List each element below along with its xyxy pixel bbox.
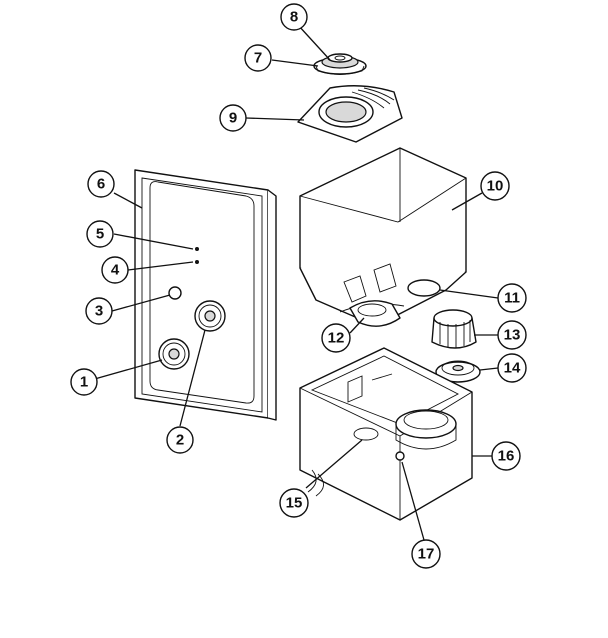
svg-text:14: 14 (504, 360, 521, 377)
callout-15: 15 (279, 488, 309, 518)
svg-text:15: 15 (286, 495, 303, 512)
callout-5: 5 (86, 220, 114, 248)
part-7-8-cap (313, 53, 367, 75)
svg-text:12: 12 (328, 330, 345, 347)
part-9-diffuser (297, 85, 403, 143)
callout-6: 6 (87, 170, 115, 198)
svg-text:8: 8 (290, 9, 298, 26)
svg-text:7: 7 (254, 50, 262, 67)
svg-text:10: 10 (487, 178, 504, 195)
svg-text:6: 6 (97, 176, 105, 193)
callout-1: 1 (70, 368, 98, 396)
part-14-disc (435, 360, 481, 383)
callout-14: 14 (497, 353, 527, 383)
callout-8: 8 (280, 3, 308, 31)
svg-text:9: 9 (229, 110, 237, 127)
leader-lines (83, 24, 499, 541)
callout-13: 13 (497, 320, 527, 350)
callout-7: 7 (244, 44, 272, 72)
callout-3: 3 (85, 297, 113, 325)
svg-text:17: 17 (418, 546, 435, 563)
callout-12: 12 (321, 323, 351, 353)
part-16-base-housing (299, 347, 473, 521)
svg-text:3: 3 (95, 303, 103, 320)
svg-text:16: 16 (498, 448, 515, 465)
callout-10: 10 (480, 171, 510, 201)
callout-9: 9 (219, 104, 247, 132)
callout-2: 2 (166, 426, 194, 454)
callout-17: 17 (411, 539, 441, 569)
part-12-pump (349, 300, 401, 327)
part-13-knurled-cap (431, 309, 477, 349)
callout-4: 4 (101, 256, 129, 284)
svg-text:4: 4 (111, 262, 120, 279)
svg-text:11: 11 (504, 290, 520, 307)
svg-text:2: 2 (176, 432, 184, 449)
svg-text:13: 13 (504, 327, 521, 344)
callout-11: 11 (497, 283, 527, 313)
callout-16: 16 (491, 441, 521, 471)
svg-text:5: 5 (96, 226, 104, 243)
svg-text:1: 1 (80, 374, 88, 391)
part-10-upper-housing (299, 147, 467, 327)
part-6-front-panel (134, 169, 277, 421)
